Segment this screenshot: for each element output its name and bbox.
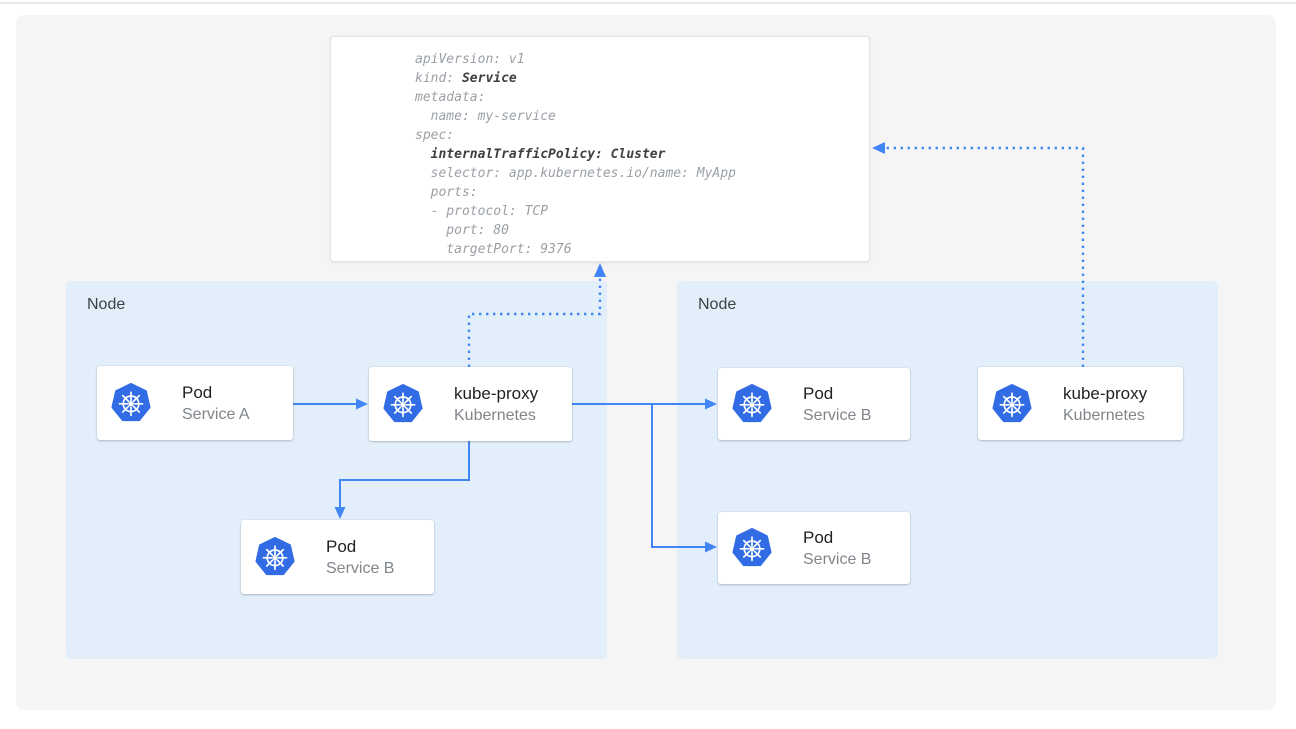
card-title: Pod [803,384,834,403]
pod-card-service-b-bottom-right: Pod Service B [718,512,910,584]
kubernetes-icon [732,528,772,568]
card-subtitle: Service B [326,560,395,577]
kubernetes-icon [992,384,1032,424]
top-divider [0,2,1296,4]
card-subtitle: Service B [803,551,872,568]
pod-card-service-b-top-right: Pod Service B [718,368,910,440]
kubernetes-icon [255,537,295,577]
card-subtitle: Service A [182,406,250,423]
pod-card-service-b-left: Pod Service B [241,520,434,594]
node-box-right: Node [677,281,1218,659]
kubernetes-icon [732,384,772,424]
node-box-left: Node [66,281,607,659]
kubernetes-icon [111,383,151,423]
kubernetes-icon [383,384,423,424]
card-title: kube-proxy [1063,383,1148,403]
card-title: Pod [182,383,213,402]
card-title: Pod [326,537,357,556]
card-title: kube-proxy [454,384,539,403]
kube-proxy-card-left: kube-proxy Kubernetes [369,367,572,441]
card-subtitle: Kubernetes [1063,406,1145,424]
kube-proxy-card-right: kube-proxy Kubernetes [978,367,1183,440]
card-subtitle: Kubernetes [454,407,536,424]
card-subtitle: Service B [803,407,872,424]
card-title: Pod [803,528,834,547]
node-label: Node [698,296,737,313]
node-label: Node [87,296,126,313]
pod-card-service-a: Pod Service A [97,366,293,440]
